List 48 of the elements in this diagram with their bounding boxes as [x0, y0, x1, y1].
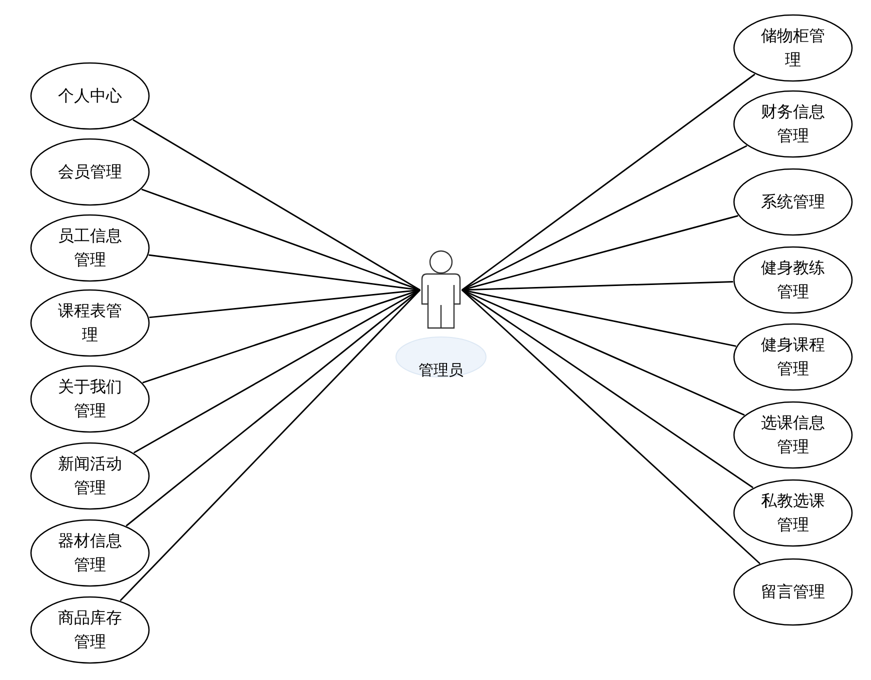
use-case-ellipse — [733, 323, 853, 391]
use-case-ellipse — [30, 214, 150, 282]
use-case-ellipse — [733, 90, 853, 158]
association-line — [462, 145, 748, 291]
use-case-label: 财务信息管理 — [760, 101, 826, 147]
association-line — [120, 289, 421, 602]
use-case-label: 会员管理 — [57, 161, 123, 183]
association-line — [126, 289, 420, 526]
association-line — [132, 119, 420, 291]
use-case-label: 私教选课管理 — [760, 490, 826, 536]
use-case-ellipse — [30, 519, 150, 587]
association-line — [462, 215, 738, 291]
use-case-label: 器材信息管理 — [57, 530, 123, 576]
use-case-label: 选课信息管理 — [760, 412, 826, 458]
use-case-label: 留言管理 — [760, 581, 826, 603]
use-case-ellipse — [733, 479, 853, 547]
association-line — [462, 289, 745, 416]
use-case-label: 系统管理 — [760, 191, 826, 213]
use-case-label: 关于我们管理 — [57, 376, 123, 422]
association-line — [142, 289, 420, 384]
use-case-label: 储物柜管理 — [760, 25, 826, 71]
association-line — [462, 74, 756, 291]
association-line — [462, 289, 736, 347]
association-line — [462, 289, 754, 488]
use-case-ellipse — [30, 596, 150, 664]
use-case-label: 健身教练管理 — [760, 257, 826, 303]
use-case-label: 商品库存管理 — [57, 607, 123, 653]
use-case-ellipse — [30, 442, 150, 510]
use-case-ellipse — [30, 138, 150, 206]
use-case-ellipse — [30, 289, 150, 357]
use-case-label: 新闻活动管理 — [57, 453, 123, 499]
use-case-ellipse — [733, 401, 853, 469]
use-case-label: 员工信息管理 — [57, 225, 123, 271]
association-line — [133, 289, 420, 454]
association-line — [462, 289, 760, 564]
actor-label: 管理员 — [418, 360, 464, 380]
use-case-label: 个人中心 — [57, 85, 123, 107]
use-case-label: 健身课程管理 — [760, 334, 826, 380]
use-case-ellipse — [30, 62, 150, 130]
use-case-ellipse — [733, 246, 853, 314]
use-case-label: 课程表管理 — [57, 300, 123, 346]
use-case-ellipse — [30, 365, 150, 433]
use-case-ellipse — [733, 14, 853, 82]
use-case-ellipse — [733, 168, 853, 236]
association-line — [141, 188, 420, 291]
association-line — [148, 254, 420, 291]
use-case-ellipse — [733, 558, 853, 626]
association-line — [149, 289, 420, 318]
